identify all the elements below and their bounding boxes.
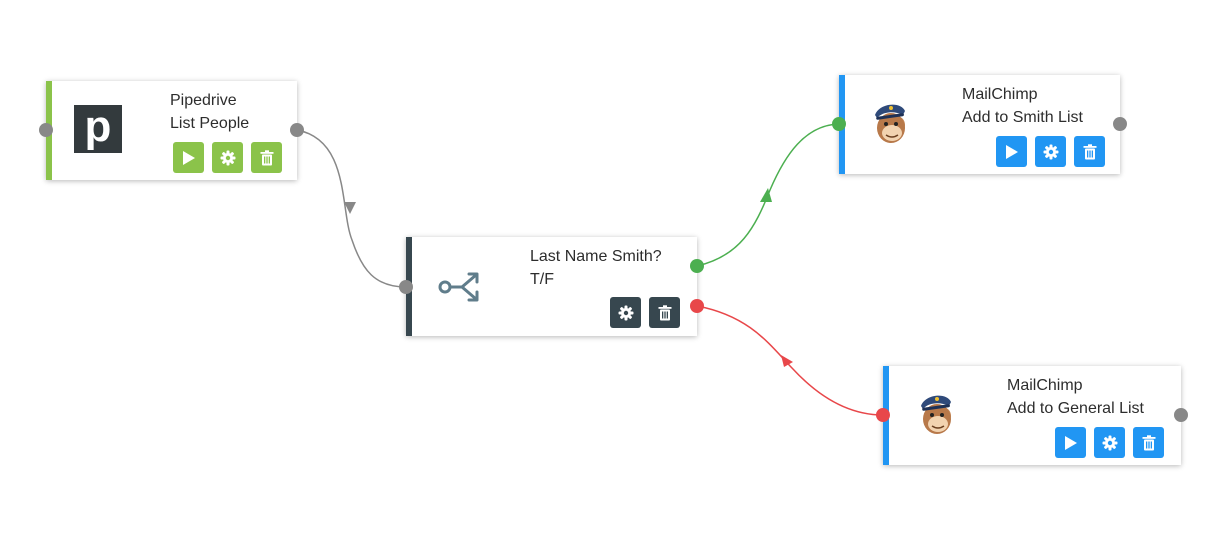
node-actions — [996, 136, 1105, 167]
wire-filter-false-to-general[interactable] — [696, 305, 884, 416]
filter-input-port[interactable] — [399, 280, 413, 294]
wire-arrow-down-right-icon — [781, 355, 793, 367]
mailchimp-logo — [917, 392, 961, 438]
play-icon — [182, 150, 195, 165]
gear-icon — [1043, 144, 1058, 159]
play-icon — [1005, 144, 1018, 159]
trash-icon — [260, 149, 273, 165]
wire-arrow-down-icon — [344, 202, 356, 214]
run-button[interactable] — [173, 142, 204, 173]
settings-button[interactable] — [1094, 427, 1125, 458]
node-title: Pipedrive List People — [170, 89, 249, 135]
gear-icon — [618, 305, 633, 320]
node-action-name: T/F — [530, 271, 554, 288]
trash-icon — [1083, 143, 1096, 159]
delete-button[interactable] — [649, 297, 680, 328]
node-action-name: Add to General List — [1007, 400, 1144, 417]
mailchimp-general-output-port[interactable] — [1174, 408, 1188, 422]
mailchimp-general-input-port[interactable] — [876, 408, 890, 422]
delete-button[interactable] — [251, 142, 282, 173]
trash-icon — [1142, 434, 1155, 450]
trash-icon — [658, 304, 671, 320]
node-title: MailChimp Add to Smith List — [962, 83, 1083, 129]
pipedrive-output-port[interactable] — [290, 123, 304, 137]
gear-icon — [1102, 435, 1117, 450]
mailchimp-smith-input-port[interactable] — [832, 117, 846, 131]
delete-button[interactable] — [1133, 427, 1164, 458]
wire-pipedrive-to-filter[interactable] — [296, 129, 407, 288]
filter-false-port[interactable] — [690, 299, 704, 313]
gear-icon — [220, 150, 235, 165]
node-title: MailChimp Add to General List — [1007, 374, 1144, 420]
node-service-name: Last Name Smith? — [530, 248, 662, 265]
settings-button[interactable] — [610, 297, 641, 328]
node-pipedrive[interactable]: p Pipedrive List People — [46, 81, 297, 180]
run-button[interactable] — [1055, 427, 1086, 458]
node-mailchimp-smith[interactable]: MailChimp Add to Smith List — [839, 75, 1120, 174]
pipedrive-input-port[interactable] — [39, 123, 53, 137]
node-actions — [610, 297, 680, 328]
pipedrive-logo: p — [74, 102, 122, 153]
node-actions — [1055, 427, 1164, 458]
settings-button[interactable] — [212, 142, 243, 173]
node-action-name: List People — [170, 115, 250, 132]
node-action-name: Add to Smith List — [962, 109, 1083, 126]
node-service-name: MailChimp — [1007, 377, 1083, 394]
wire-arrow-up-icon — [760, 188, 772, 202]
mailchimp-logo — [871, 101, 915, 147]
wire-filter-true-to-smith[interactable] — [696, 123, 840, 267]
node-title: Last Name Smith? T/F — [530, 245, 662, 291]
pipedrive-logo-letter: p — [84, 102, 112, 151]
run-button[interactable] — [996, 136, 1027, 167]
node-service-name: Pipedrive — [170, 92, 237, 109]
node-mailchimp-general[interactable]: MailChimp Add to General List — [883, 366, 1181, 465]
play-icon — [1064, 435, 1077, 450]
delete-button[interactable] — [1074, 136, 1105, 167]
node-actions — [173, 142, 282, 173]
filter-true-port[interactable] — [690, 259, 704, 273]
mailchimp-smith-output-port[interactable] — [1113, 117, 1127, 131]
node-service-name: MailChimp — [962, 86, 1038, 103]
settings-button[interactable] — [1035, 136, 1066, 167]
branch-icon — [436, 269, 486, 305]
node-filter[interactable]: Last Name Smith? T/F — [406, 237, 697, 336]
